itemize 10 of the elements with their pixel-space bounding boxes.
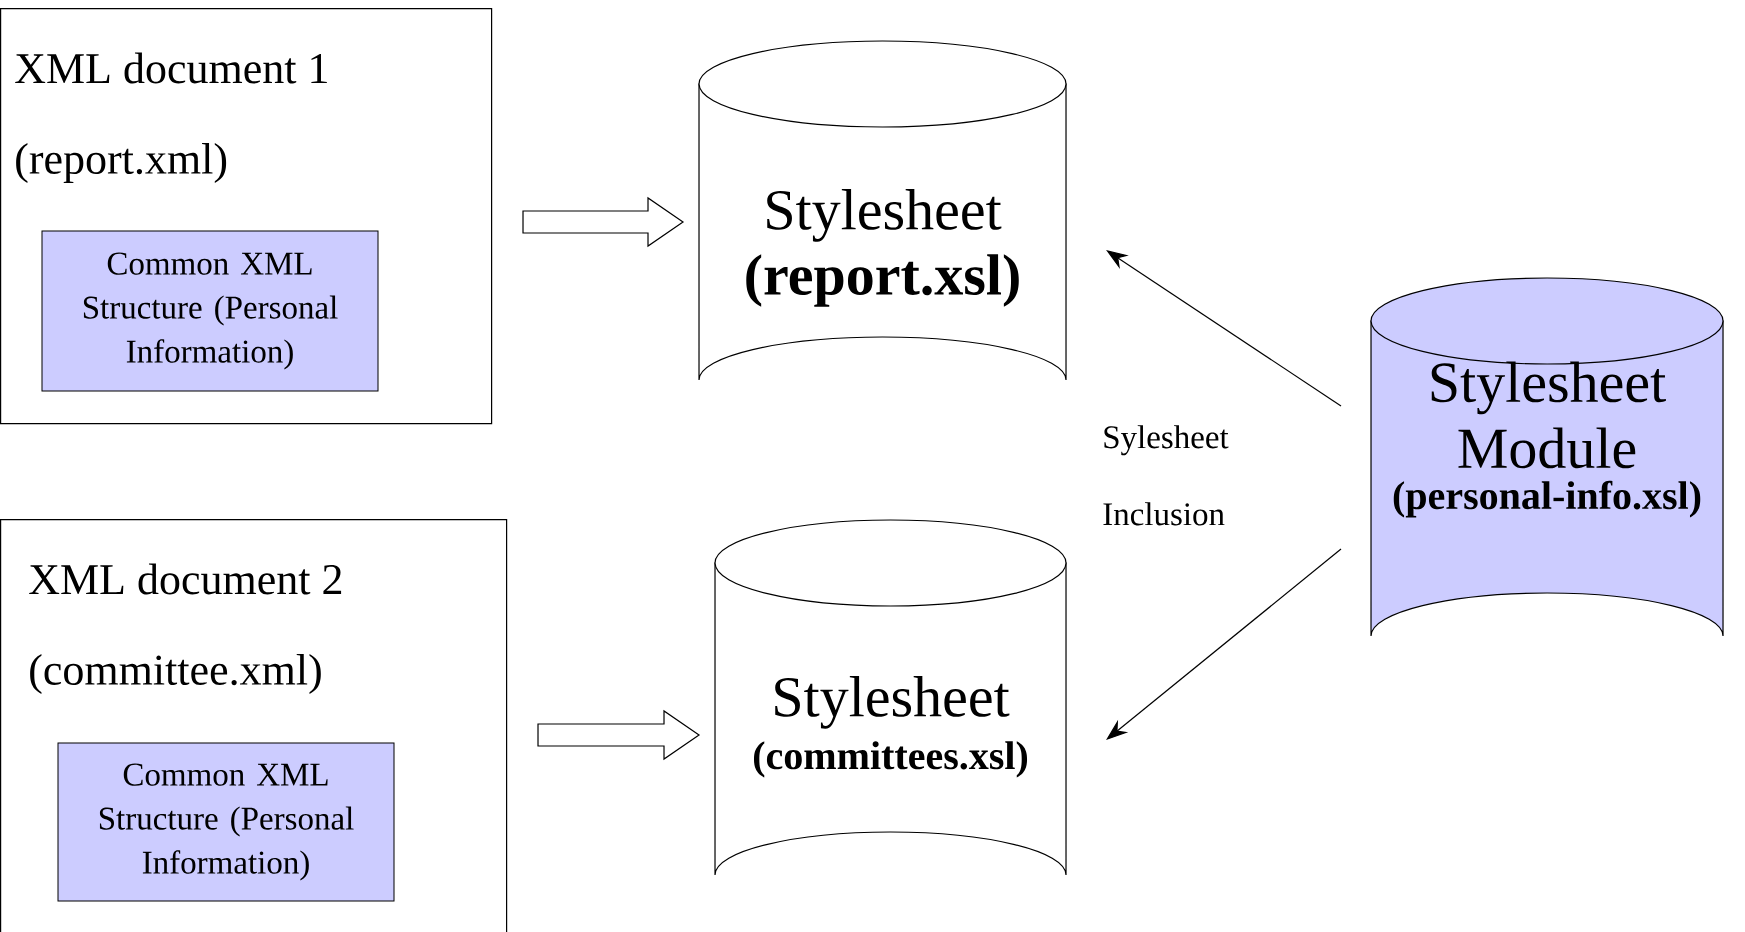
block-arrow <box>522 196 685 248</box>
database-cylinder: Stylesheet Module (personal-info.xsl) <box>1370 277 1724 637</box>
database-cylinder: Stylesheet (report.xsl) <box>698 40 1067 381</box>
database-cylinder: Stylesheet (committees.xsl) <box>714 519 1067 876</box>
structure-box: Common XML Structure (Personal Information) <box>41 230 379 392</box>
arrow <box>1106 548 1342 740</box>
block-arrow <box>537 709 701 761</box>
structure-box: Common XML Structure (Personal Information) <box>57 742 395 902</box>
note-text: Sylesheet Inclusion <box>1103 425 1229 526</box>
arrow <box>1106 250 1342 407</box>
